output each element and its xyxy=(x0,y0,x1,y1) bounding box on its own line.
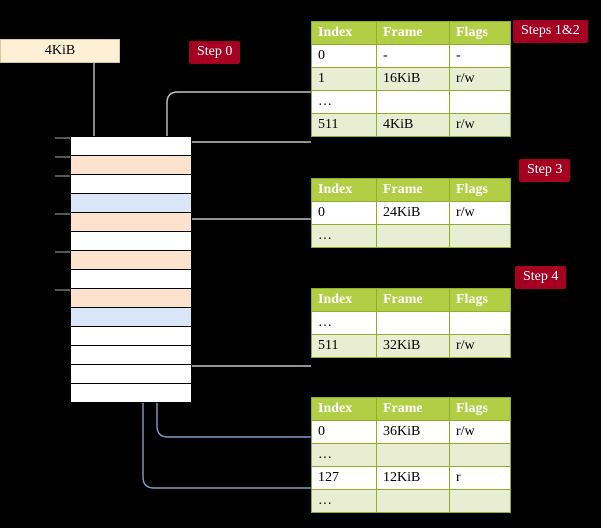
column-header-frame: Frame xyxy=(376,21,450,45)
memory-frame-row xyxy=(71,346,191,365)
badge-steps-1-2: Steps 1&2 xyxy=(513,20,588,43)
table-row: 0-- xyxy=(311,44,511,68)
memory-frame-row xyxy=(71,251,191,270)
memory-frame-row xyxy=(71,384,191,403)
table-cell-flags xyxy=(449,90,511,114)
table-cell-index: 0 xyxy=(311,44,377,68)
column-header-index: Index xyxy=(311,178,377,202)
memory-tick xyxy=(55,251,70,253)
table-cell-flags: - xyxy=(449,44,511,68)
memory-frame-row xyxy=(71,365,191,384)
table-cell-index: … xyxy=(311,311,377,335)
table-cell-index: … xyxy=(311,443,377,467)
memory-frame-row xyxy=(71,156,191,175)
table-cell-index: 1 xyxy=(311,67,377,91)
column-header-frame: Frame xyxy=(376,397,450,421)
memory-tick xyxy=(55,289,70,291)
table-cell-frame xyxy=(376,90,450,114)
memory-tick xyxy=(55,156,70,158)
memory-frame-row xyxy=(71,232,191,251)
column-header-index: Index xyxy=(311,21,377,45)
table-cell-frame: 36KiB xyxy=(376,420,450,444)
table-cell-index: 0 xyxy=(311,201,377,225)
table-row: … xyxy=(311,489,511,513)
memory-tick xyxy=(55,175,70,177)
memory-tick xyxy=(55,213,70,215)
table-cell-frame: - xyxy=(376,44,450,68)
physical-memory-column xyxy=(70,136,192,403)
table-cell-index: 511 xyxy=(311,113,377,137)
memory-frame-row xyxy=(71,213,191,232)
table-cell-frame: 24KiB xyxy=(376,201,450,225)
badge-step-0: Step 0 xyxy=(189,41,241,64)
memory-frame-row xyxy=(71,270,191,289)
memory-frame-row xyxy=(71,327,191,346)
table-cell-flags xyxy=(449,489,511,513)
table-cell-index: … xyxy=(311,489,377,513)
table-cell-flags xyxy=(449,443,511,467)
badge-step-3: Step 3 xyxy=(519,159,571,182)
column-header-index: Index xyxy=(311,288,377,312)
table-cell-frame xyxy=(376,224,450,248)
table-cell-flags: r/w xyxy=(449,334,511,358)
badge-step-4: Step 4 xyxy=(515,266,567,289)
memory-frame-row xyxy=(71,194,191,213)
table-cell-flags: r/w xyxy=(449,201,511,225)
table-cell-index: … xyxy=(311,90,377,114)
column-header-flags: Flags xyxy=(449,397,511,421)
table-cell-frame xyxy=(376,489,450,513)
memory-frame-row xyxy=(71,289,191,308)
table-row: … xyxy=(311,443,511,467)
column-header-index: Index xyxy=(311,397,377,421)
column-header-frame: Frame xyxy=(376,178,450,202)
column-header-flags: Flags xyxy=(449,288,511,312)
table-cell-frame: 4KiB xyxy=(376,113,450,137)
source-box-4kib: 4KiB xyxy=(0,39,120,63)
table-row: … xyxy=(311,90,511,114)
table-cell-index: … xyxy=(311,224,377,248)
table-cell-flags xyxy=(449,224,511,248)
column-header-flags: Flags xyxy=(449,178,511,202)
table-cell-frame: 32KiB xyxy=(376,334,450,358)
table-cell-flags: r/w xyxy=(449,420,511,444)
table-cell-frame xyxy=(376,443,450,467)
table-cell-index: 127 xyxy=(311,466,377,490)
memory-tick xyxy=(55,137,70,139)
memory-frame-row xyxy=(71,308,191,327)
column-header-flags: Flags xyxy=(449,21,511,45)
table-row: … xyxy=(311,311,511,335)
table-cell-frame: 16KiB xyxy=(376,67,450,91)
table-row: … xyxy=(311,224,511,248)
table-cell-flags: r/w xyxy=(449,113,511,137)
table-cell-frame: 12KiB xyxy=(376,466,450,490)
table-cell-frame xyxy=(376,311,450,335)
table-cell-flags: r xyxy=(449,466,511,490)
memory-frame-row xyxy=(71,137,191,156)
column-header-frame: Frame xyxy=(376,288,450,312)
table-cell-index: 0 xyxy=(311,420,377,444)
table-cell-index: 511 xyxy=(311,334,377,358)
table-cell-flags xyxy=(449,311,511,335)
table-cell-flags: r/w xyxy=(449,67,511,91)
memory-frame-row xyxy=(71,175,191,194)
